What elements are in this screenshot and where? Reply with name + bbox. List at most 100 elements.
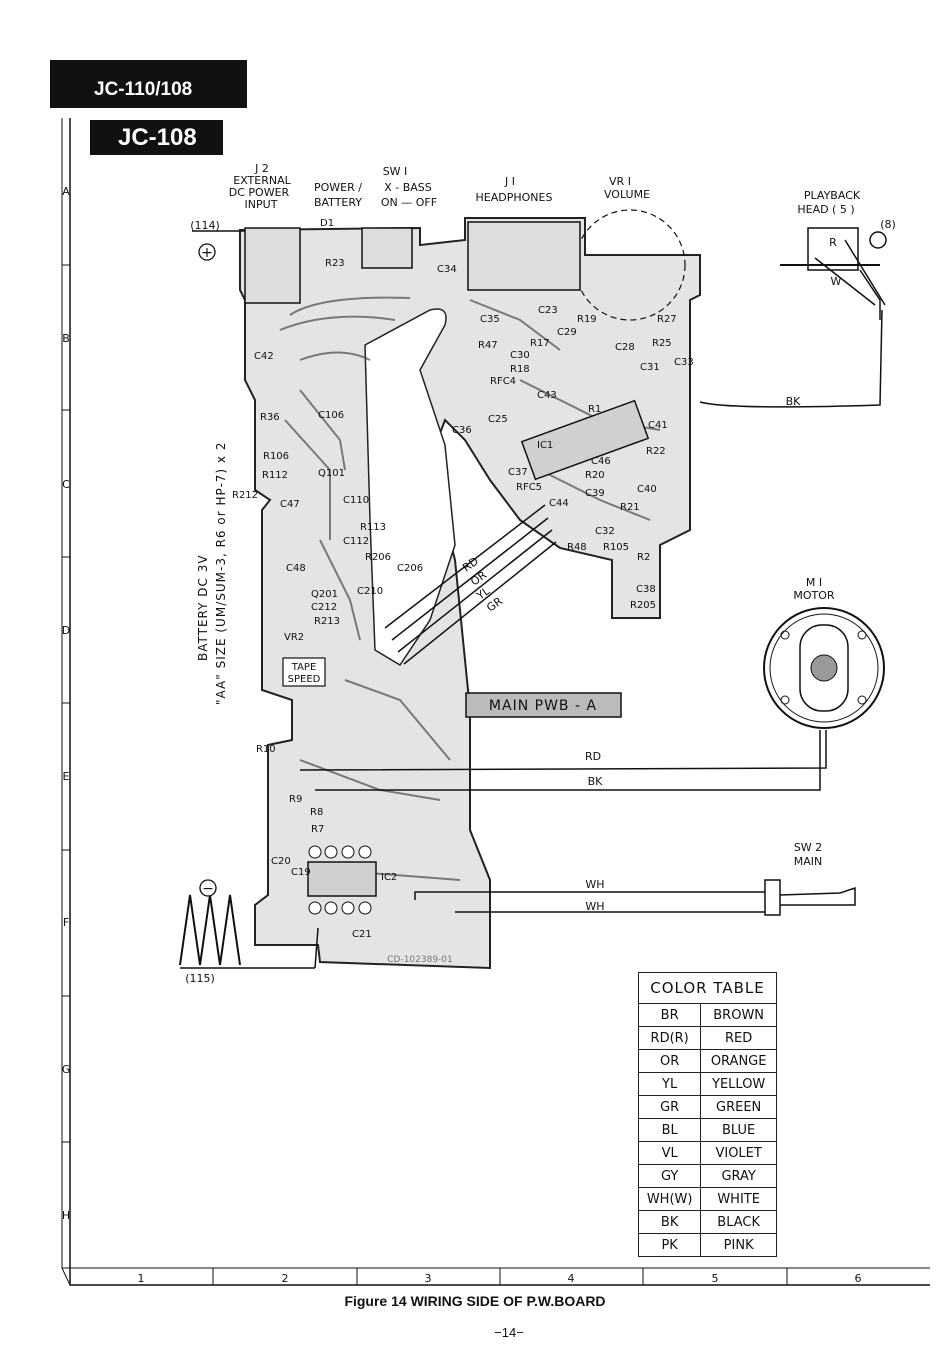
board-number: CD-102389-01: [387, 955, 453, 965]
j1-label: HEADPHONES: [476, 191, 553, 204]
part-label: C31: [640, 362, 660, 373]
color-code: BR: [637, 1003, 702, 1027]
j2-label: INPUT: [245, 198, 278, 211]
color-code: VL: [637, 1141, 702, 1165]
board-cutout: [364, 308, 456, 667]
j2-label: EXTERNAL: [233, 174, 291, 187]
part-label: R8: [310, 807, 323, 818]
j2-dc-jack: [244, 227, 301, 304]
part-label: R212: [232, 490, 258, 501]
part-label: C37: [508, 467, 528, 478]
color-name: PINK: [700, 1233, 777, 1257]
part-label: C20: [271, 856, 291, 867]
sw2-label: MAIN: [794, 855, 823, 868]
color-code: OR: [637, 1049, 702, 1073]
motor-m1: [763, 607, 885, 729]
playback-head: [780, 227, 887, 271]
color-table-row: WH(W)WHITE: [637, 1187, 777, 1211]
part-label: C32: [595, 526, 615, 537]
part-label: R25: [652, 338, 672, 349]
part-label: R112: [262, 470, 288, 481]
sw1-ref: SW I: [383, 165, 408, 178]
color-name: YELLOW: [700, 1072, 777, 1096]
vr1-ref: VR I: [609, 175, 631, 188]
row-label: H: [62, 1209, 70, 1222]
part-label: C47: [280, 499, 300, 510]
col-label: 3: [425, 1272, 432, 1285]
minus-terminal: [199, 879, 217, 897]
playback-label: HEAD ( 5 ): [797, 203, 854, 216]
part-label: C29: [557, 327, 577, 338]
ic1-chip: [520, 399, 650, 481]
color-code: YL: [637, 1072, 702, 1096]
part-label: C41: [648, 420, 668, 431]
part-label: R1: [588, 404, 601, 415]
color-name: ORANGE: [700, 1049, 777, 1073]
color-code: BK: [637, 1210, 702, 1234]
part-label: C43: [537, 390, 557, 401]
sw1-switch: [361, 227, 413, 269]
j2-ref: J 2: [254, 162, 269, 175]
part-label: C212: [311, 602, 337, 613]
minus-sign: −: [202, 881, 214, 897]
part-label: C33: [674, 357, 694, 368]
col-label: 4: [568, 1272, 575, 1285]
part-label: RFC4: [490, 376, 516, 387]
wire-rd-label: RD: [585, 750, 601, 763]
part-label: C42: [254, 351, 274, 362]
main-board-label: MAIN PWB - A: [489, 698, 597, 714]
part-label: R9: [289, 794, 302, 805]
part-label: R47: [478, 340, 498, 351]
part-label: VR2: [284, 632, 304, 643]
part-label: R36: [260, 412, 280, 423]
tape-label: TAPE: [291, 662, 317, 673]
motor-ref: M I: [806, 576, 822, 589]
part-label: C25: [488, 414, 508, 425]
pin-label: (115): [185, 972, 215, 985]
vr1-label: VOLUME: [604, 188, 650, 201]
part-label: D1: [320, 218, 334, 229]
part-label: C40: [637, 484, 657, 495]
color-name: WHITE: [700, 1187, 777, 1211]
j1-ref: J I: [504, 175, 515, 188]
part-label: C35: [480, 314, 500, 325]
plus-terminal: [198, 243, 216, 261]
pin-label: (114): [190, 219, 220, 232]
part-label: C106: [318, 410, 344, 421]
color-code: BL: [637, 1118, 702, 1142]
part-label: R105: [603, 542, 629, 553]
page-number: −14−: [494, 1325, 524, 1340]
part-label: C36: [452, 425, 472, 436]
part-label: R27: [657, 314, 677, 325]
sw1-label: ON — OFF: [381, 196, 437, 209]
part-label: C110: [343, 495, 369, 506]
row-label: D: [62, 624, 70, 637]
part-label: C19: [291, 867, 311, 878]
sw2-ref: SW 2: [794, 841, 822, 854]
part-label: C44: [549, 498, 569, 509]
color-name: GRAY: [700, 1164, 777, 1188]
color-table-title: COLOR TABLE: [638, 972, 777, 1004]
figure-caption: Figure 14 WIRING SIDE OF P.W.BOARD: [344, 1293, 606, 1309]
motor-label: MOTOR: [793, 589, 835, 602]
speed-label: SPEED: [288, 674, 321, 685]
part-label: R19: [577, 314, 597, 325]
color-name: BROWN: [700, 1003, 777, 1027]
part-label: Q101: [318, 468, 345, 479]
part-label: R48: [567, 542, 587, 553]
color-code: PK: [637, 1233, 702, 1257]
power-label: POWER /: [314, 181, 362, 194]
sw2-main-switch: [764, 879, 856, 916]
part-label: R20: [585, 470, 605, 481]
tape-speed-box: [282, 657, 326, 687]
wire-w-label: W: [831, 275, 842, 288]
